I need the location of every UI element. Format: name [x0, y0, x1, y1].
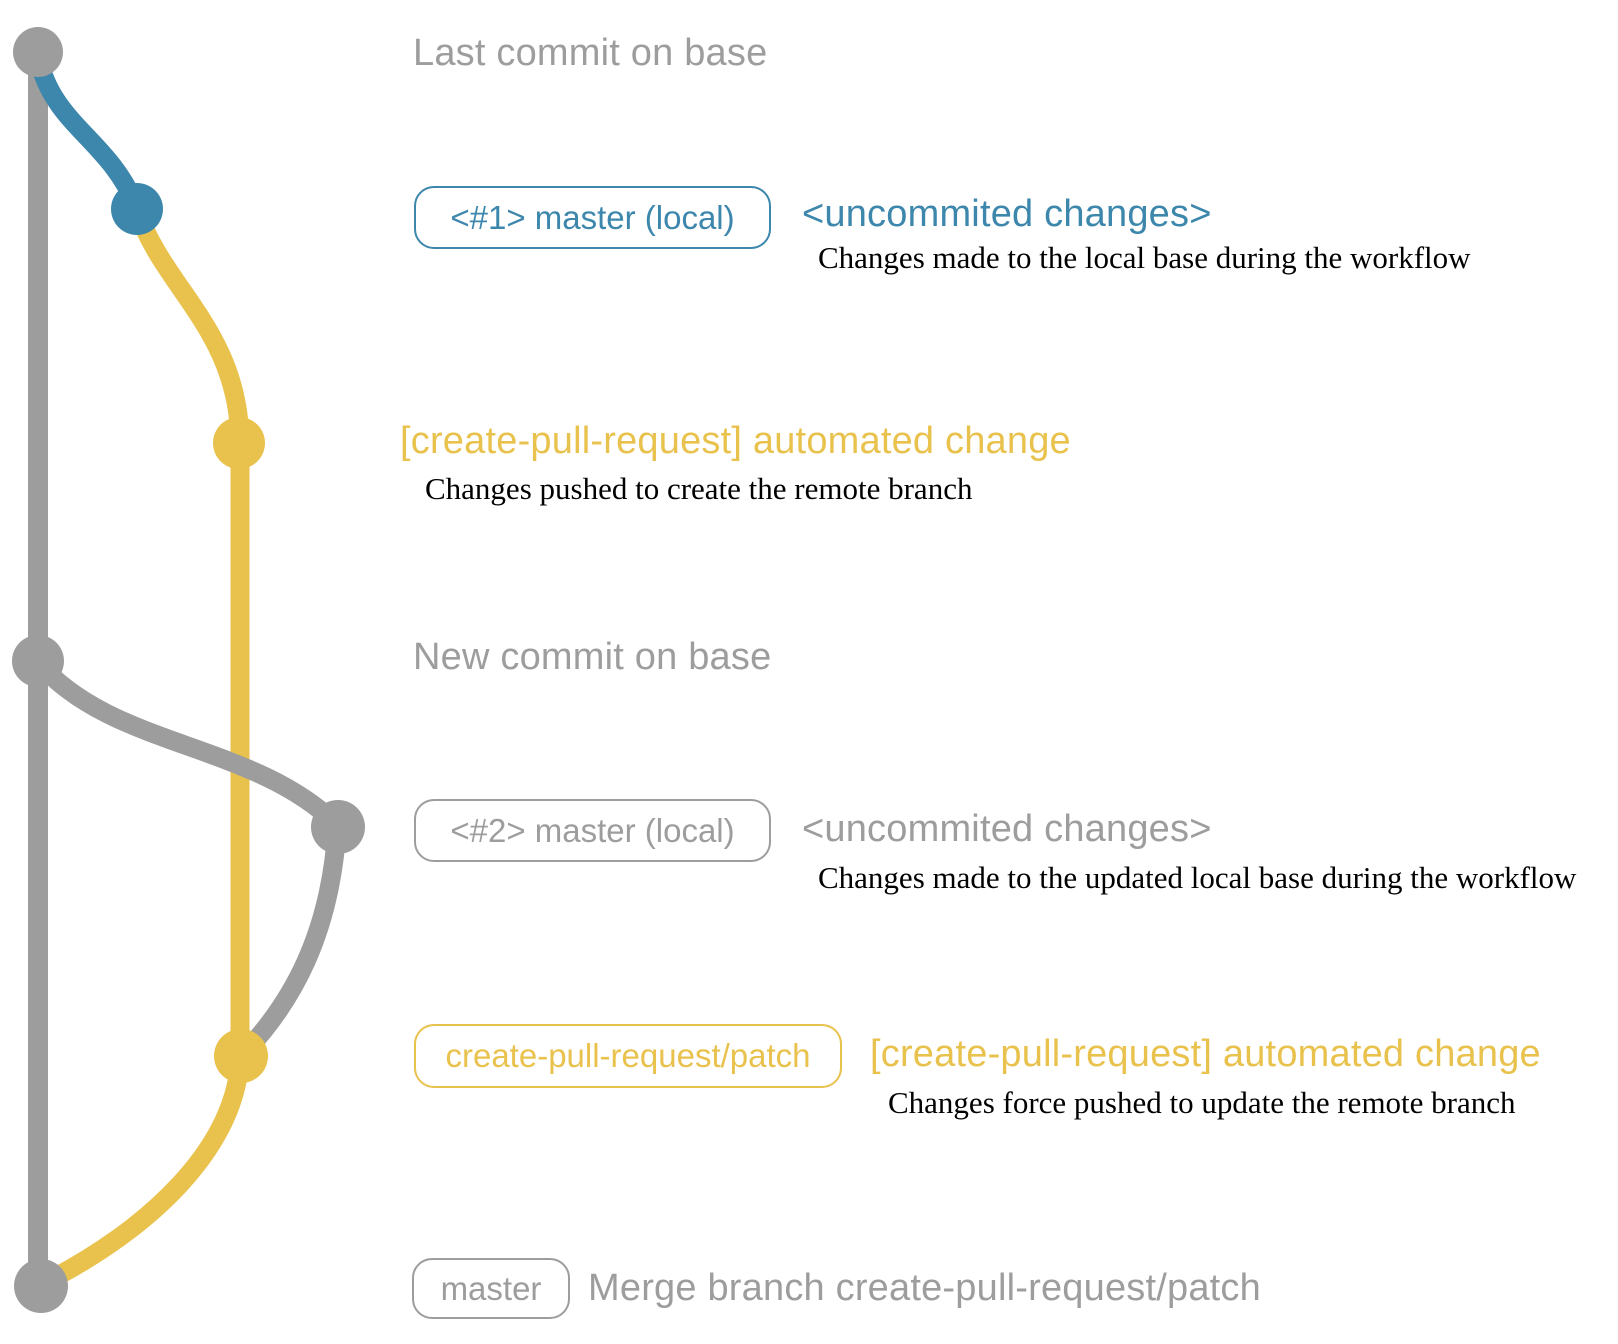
base-to-local2-line	[28, 652, 346, 834]
annotation-push-2: Changes force pushed to update the remot…	[888, 1085, 1516, 1120]
commit-message-automated-1: [create-pull-request] automated change	[400, 420, 1071, 462]
commit-message-last-base: Last commit on base	[413, 32, 768, 74]
commit-node-patch-2	[214, 1029, 268, 1083]
branch-badge-master-local-2: <#2> master (local)	[414, 799, 771, 862]
branch-badge-patch: create-pull-request/patch	[414, 1024, 842, 1088]
annotation-local-changes-2: Changes made to the updated local base d…	[818, 860, 1577, 895]
commit-message-uncommited-1: <uncommited changes>	[802, 193, 1212, 235]
branch-badge-label: <#1> master (local)	[450, 198, 735, 236]
branch-badge-master-local-1: <#1> master (local)	[414, 186, 771, 249]
branch-badge-master: master	[412, 1258, 570, 1319]
local2-to-patch-line	[235, 819, 347, 1062]
commit-node-local-1	[111, 183, 163, 235]
commit-node-local-2	[311, 800, 365, 854]
commit-node-patch-1	[213, 417, 265, 469]
local-branch-line	[28, 46, 146, 216]
commit-message-merge: Merge branch create-pull-request/patch	[588, 1267, 1261, 1309]
annotation-push-1: Changes pushed to create the remote bran…	[425, 471, 973, 506]
branch-badge-label: create-pull-request/patch	[445, 1037, 811, 1074]
commit-node-new-base	[12, 635, 64, 687]
commit-message-automated-2: [create-pull-request] automated change	[870, 1033, 1541, 1075]
commit-message-uncommited-2: <uncommited changes>	[802, 808, 1212, 850]
commit-node-merge	[14, 1259, 68, 1313]
annotation-local-changes-1: Changes made to the local base during th…	[818, 240, 1471, 275]
branch-badge-label: master	[440, 1269, 542, 1307]
branch-badge-label: <#2> master (local)	[450, 811, 735, 849]
commit-node-last-base	[13, 27, 63, 77]
commit-message-new-base: New commit on base	[413, 636, 772, 678]
